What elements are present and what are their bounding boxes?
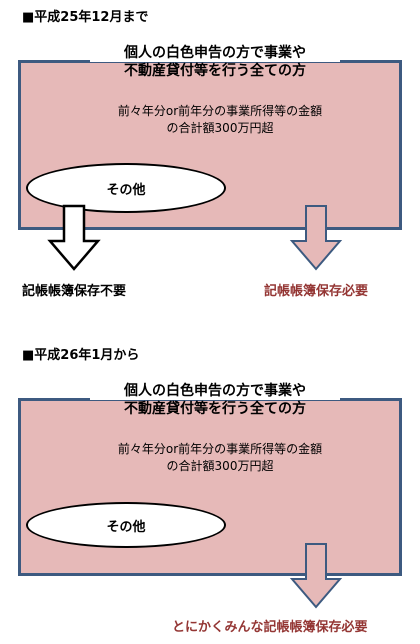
section-1-result-not-required: 記帳帳簿保存不要: [22, 284, 127, 299]
section-2-condition-box: [18, 398, 402, 576]
section-2-other-label: その他: [106, 519, 146, 535]
section-2-other-ellipse: その他: [26, 502, 226, 548]
section-2-required-arrow-icon: [289, 543, 343, 609]
section-1-income-line-2: の合計額300万円超: [166, 121, 274, 135]
section-2-box-title-line-1: 個人の白色申告の方で事業や: [90, 382, 340, 400]
section-1-result-required: 記帳帳簿保存必要: [264, 284, 369, 299]
section-2-result-required: とにかくみんな記帳帳簿保存必要: [172, 620, 368, 635]
section-2-income-line-2: の合計額300万円超: [166, 459, 274, 473]
section-1-other-ellipse: その他: [26, 163, 226, 213]
section-1-heading: ■平成25年12月まで: [22, 10, 149, 25]
section-1-not-required-arrow-icon: [47, 204, 101, 271]
section-1-box-title-line-2: 不動産貸付等を行う全ての方: [124, 63, 306, 79]
section-2-income-line-1: 前々年分or前年分の事業所得等の金額: [117, 442, 323, 456]
section-1-required-arrow-icon: [289, 205, 343, 271]
section-1-income-line-1: 前々年分or前年分の事業所得等の金額: [117, 104, 323, 118]
section-2-heading: ■平成26年1月から: [22, 348, 140, 363]
section-2-box-title-line-2: 不動産貸付等を行う全ての方: [124, 401, 306, 417]
section-1-other-label: その他: [106, 182, 146, 198]
section-1-box-title-line-1: 個人の白色申告の方で事業や: [90, 44, 340, 62]
